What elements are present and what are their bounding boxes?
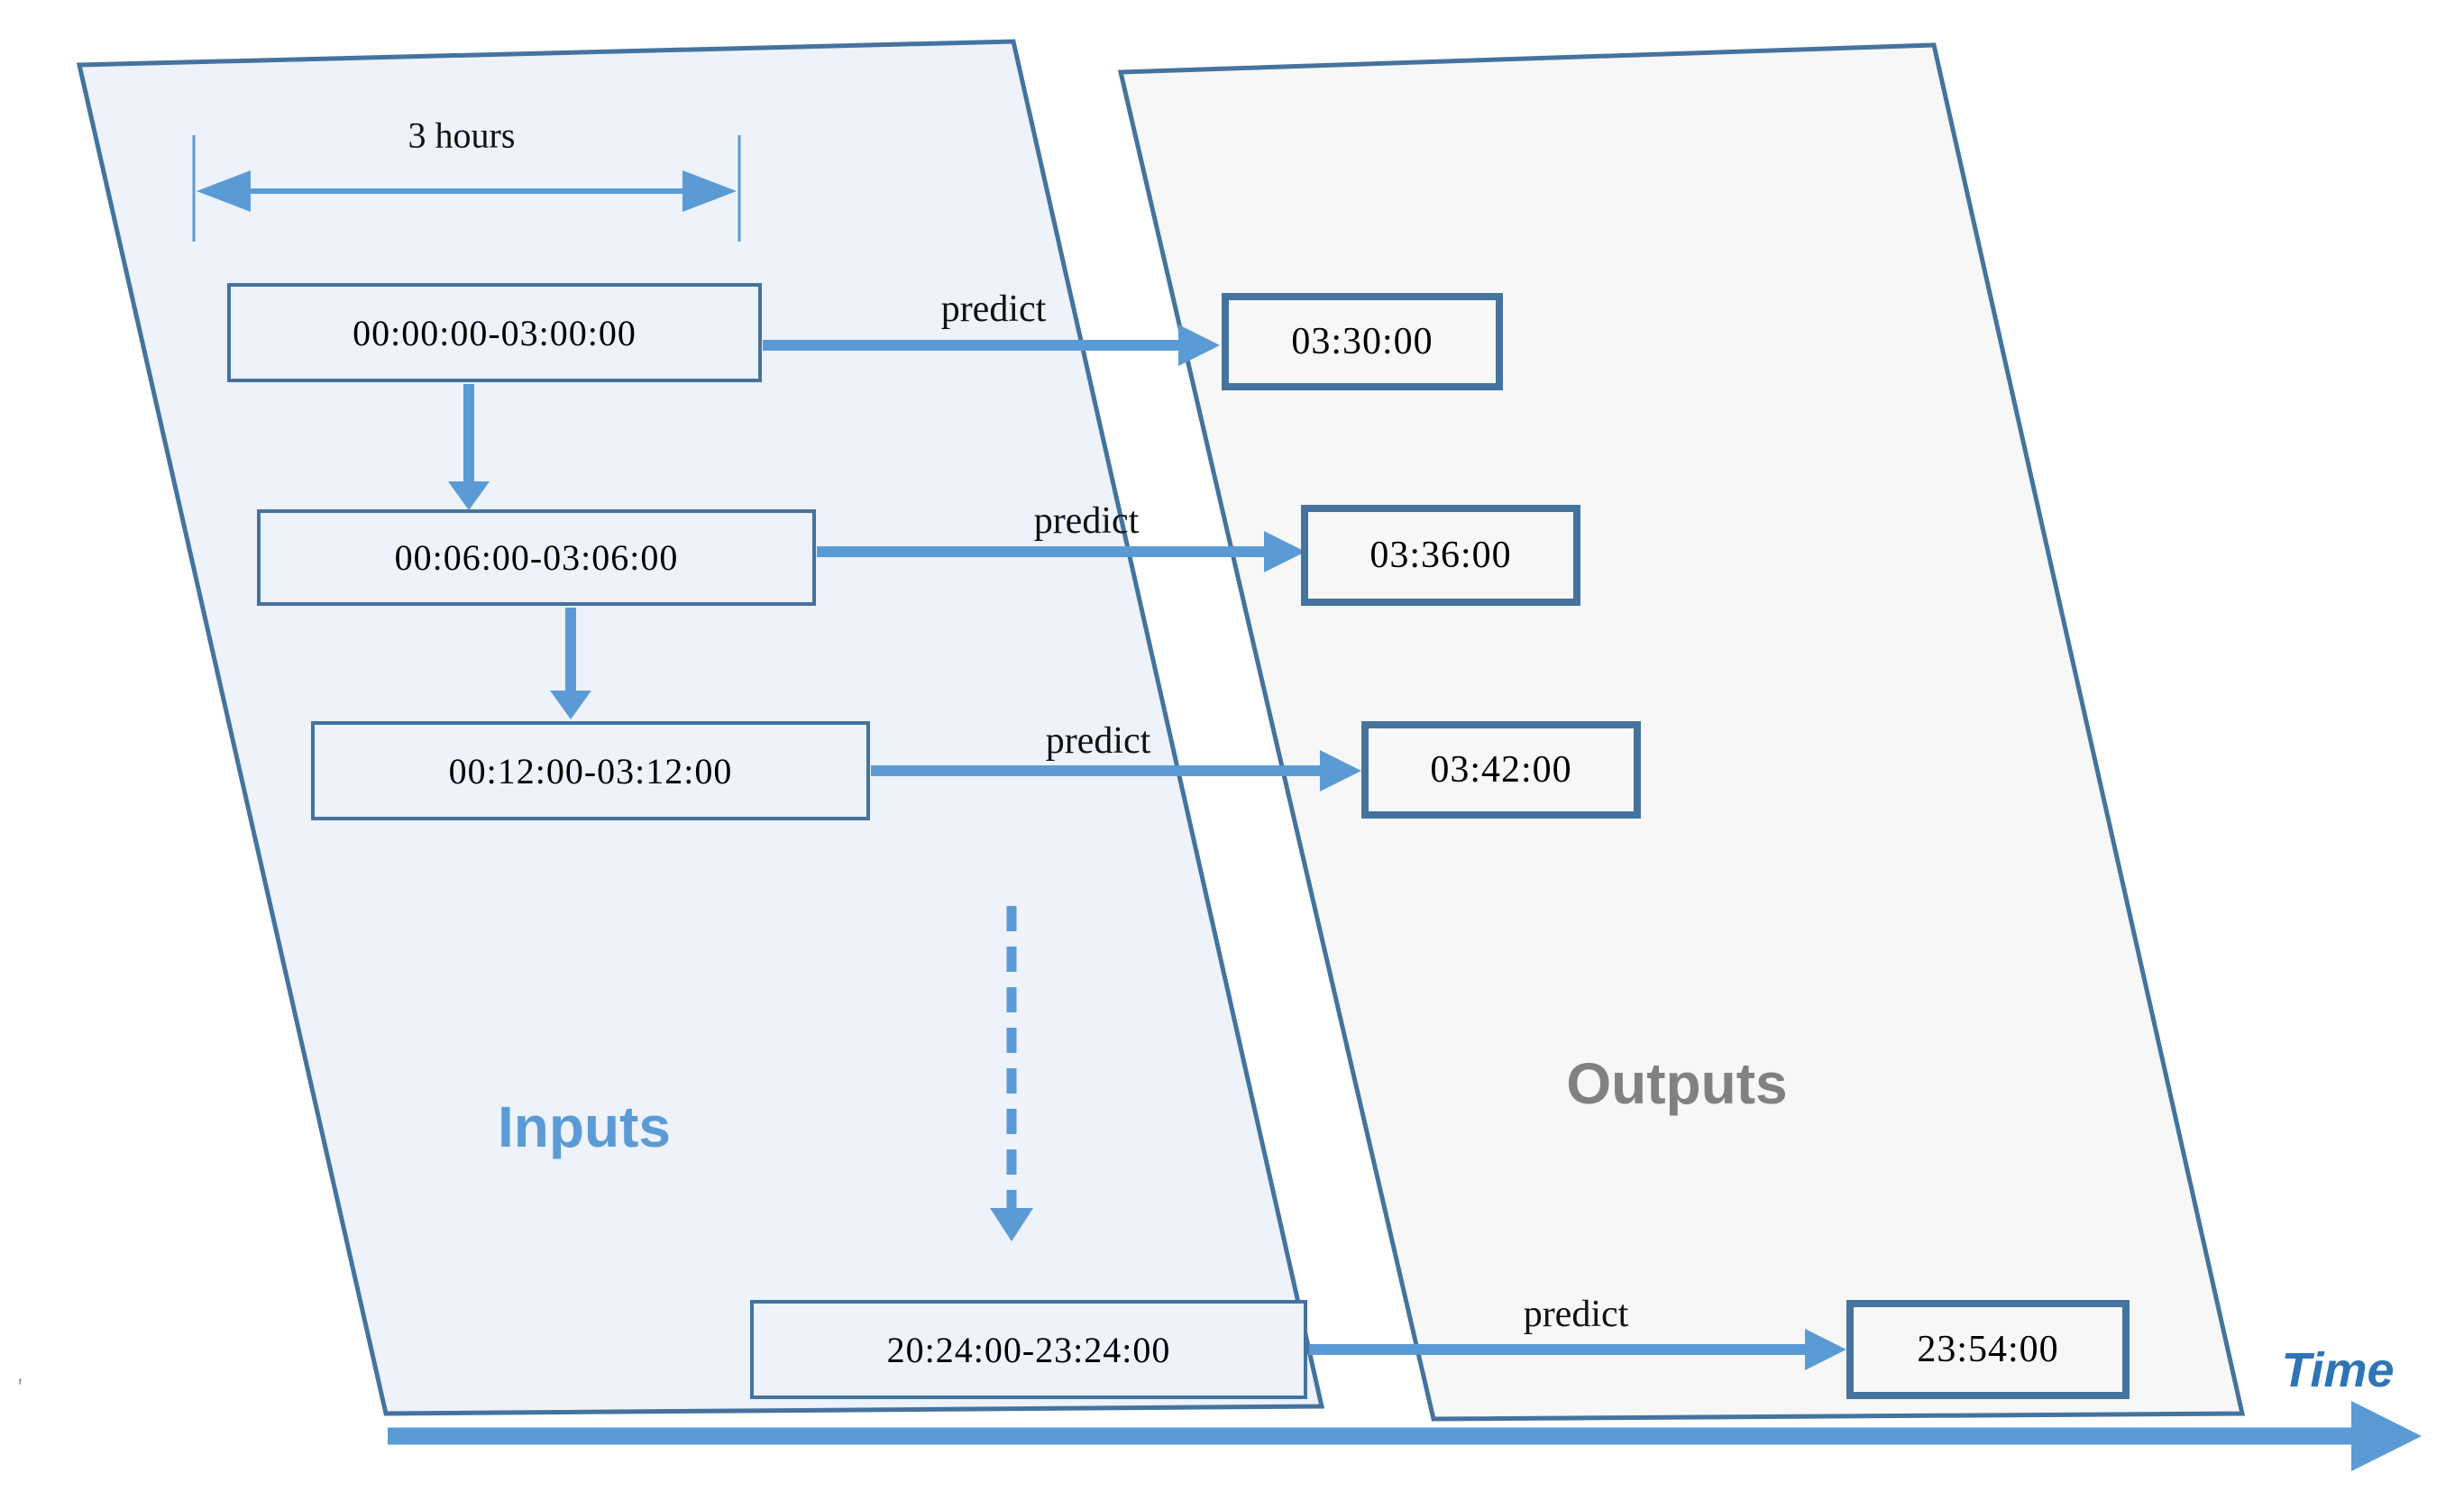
inputs-panel-title: Inputs — [498, 1094, 671, 1159]
continuation-dashed-down-arrow-icon — [990, 906, 1033, 1241]
window-size-label: 3 hours — [408, 114, 516, 156]
outputs-panel-title: Outputs — [1566, 1051, 1788, 1116]
output-time-box-1: 03:30:00 — [1222, 293, 1503, 390]
input-window-label-4: 20:24:00-23:24:00 — [886, 1329, 1171, 1370]
input-window-box-2: 00:06:00-03:06:00 — [257, 509, 816, 606]
predict-label-1: predict — [940, 288, 1047, 330]
predict-label-4: predict — [1523, 1294, 1629, 1335]
window-shift-down-arrow-1-icon — [448, 384, 490, 510]
predict-label-3: predict — [1045, 720, 1151, 762]
predict-arrow-3-icon — [871, 750, 1361, 792]
window-shift-down-arrow-2-icon — [550, 608, 591, 719]
input-window-box-4: 20:24:00-23:24:00 — [750, 1300, 1307, 1399]
input-window-box-3: 00:12:00-03:12:00 — [311, 721, 870, 820]
output-time-label-1: 03:30:00 — [1291, 321, 1434, 362]
input-window-label-1: 00:00:00-03:00:00 — [353, 312, 637, 353]
input-window-box-1: 00:00:00-03:00:00 — [227, 283, 762, 382]
predict-label-2: predict — [1033, 500, 1140, 542]
output-time-box-3: 03:42:00 — [1361, 721, 1641, 819]
input-window-label-3: 00:12:00-03:12:00 — [448, 750, 733, 792]
outputs-panel-shape — [1117, 42, 2246, 1422]
output-time-label-3: 03:42:00 — [1430, 749, 1572, 791]
window-width-double-arrow-icon — [197, 170, 737, 212]
time-axis-label: Time — [2281, 1343, 2395, 1397]
predict-arrow-1-icon — [763, 325, 1220, 366]
time-axis-arrow — [388, 1401, 2422, 1471]
stray-artifact-mark: ' — [18, 1374, 23, 1400]
predict-arrow-2-icon — [817, 531, 1305, 572]
output-time-label-4: 23:54:00 — [1917, 1329, 2059, 1370]
predict-arrow-4-icon — [1309, 1329, 1846, 1370]
input-window-label-2: 00:06:00-03:06:00 — [394, 537, 679, 578]
output-time-box-4: 23:54:00 — [1846, 1300, 2130, 1399]
output-time-label-2: 03:36:00 — [1369, 535, 1512, 576]
output-time-box-2: 03:36:00 — [1301, 505, 1580, 606]
